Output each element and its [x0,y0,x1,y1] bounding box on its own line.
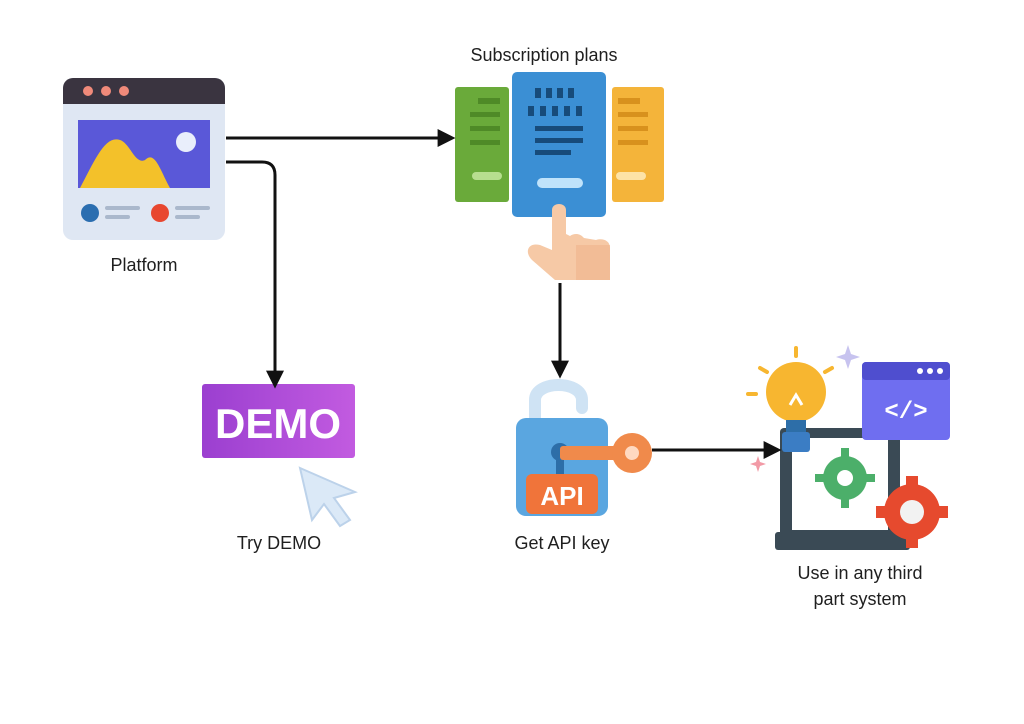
third-party-label-line1: Use in any third [797,563,923,583]
pricing-cards-icon [455,72,664,217]
gear-icon [815,448,875,508]
arrow-platform-to-demo [226,160,284,389]
third-party-label: Use in any third part system [760,560,960,612]
cursor-arrow-icon [298,466,358,528]
code-window-icon: </> [862,362,950,440]
connectors [226,129,782,459]
gear-red-icon [876,476,948,548]
pointing-hand-icon [527,204,610,280]
api-badge-icon: API [526,474,598,514]
third-party-label-line2: part system [813,589,907,609]
platform-label: Platform [110,255,178,275]
sparkle-icon [750,345,860,472]
demo-badge-text: DEMO [215,400,341,447]
key-icon [560,433,652,473]
get-api-key-label: Get API key [514,533,610,553]
demo-badge-icon: DEMO [202,384,355,458]
subscription-plans-label: Subscription plans [470,45,618,65]
lightbulb-icon [746,346,834,452]
try-demo-label: Try DEMO [236,533,322,553]
code-window-text: </> [884,399,927,426]
api-badge-text: API [540,481,583,511]
browser-window-icon [63,78,225,240]
